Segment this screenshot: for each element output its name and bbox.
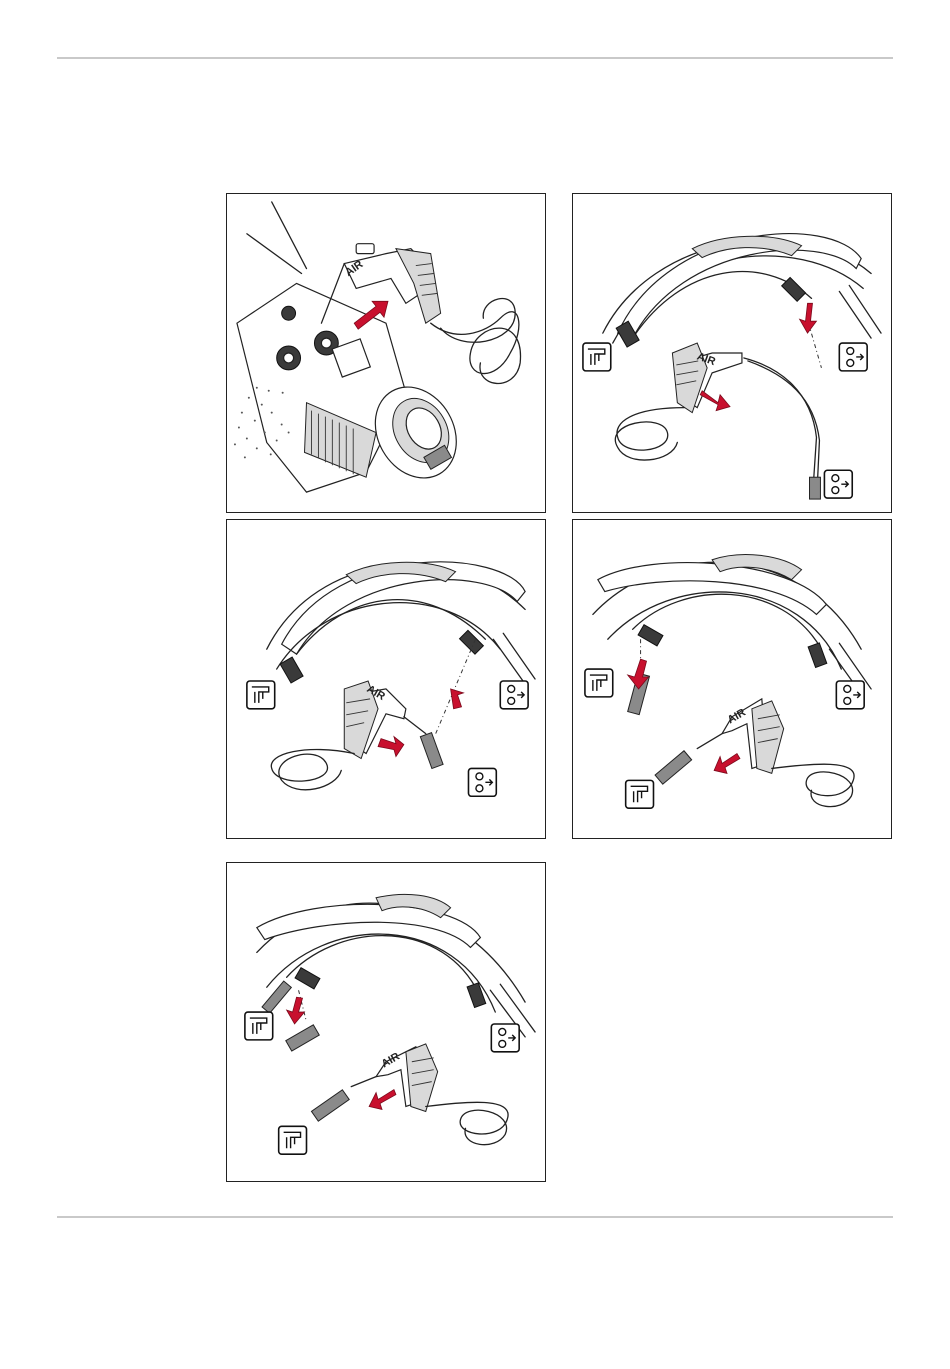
air-gun-icon <box>279 1126 307 1154</box>
direction-arrow <box>800 303 817 333</box>
air-gun-icon <box>247 681 275 709</box>
wire-feed-icon <box>824 470 852 498</box>
wire-hanger-illustration: AIR <box>227 520 545 838</box>
wire-feed-icon <box>836 681 864 709</box>
figure-panel-5: AIR <box>226 862 546 1182</box>
figure-panel-4: AIR <box>572 519 892 839</box>
direction-arrow <box>378 737 404 757</box>
air-gun-icon <box>626 780 654 808</box>
figure-panel-2: AIR <box>572 193 892 513</box>
bottom-rule <box>57 1216 893 1218</box>
top-rule <box>57 57 893 59</box>
figure-panel-1: AIR <box>226 193 546 513</box>
wire-feeder-illustration: AIR <box>227 194 545 512</box>
figure-panel-3: AIR <box>226 519 546 839</box>
wire-feed-icon <box>468 768 496 796</box>
air-gun-icon <box>585 669 613 697</box>
wire-hanger-illustration: AIR <box>227 863 545 1181</box>
air-gun-icon <box>583 343 611 371</box>
direction-arrow <box>714 754 740 774</box>
wire-feed-icon <box>491 1024 519 1052</box>
direction-arrow <box>700 391 730 411</box>
direction-arrow <box>369 1090 396 1110</box>
wire-feed-icon <box>500 681 528 709</box>
direction-arrow <box>451 689 464 709</box>
wire-feed-icon <box>839 343 867 371</box>
wire-hanger-illustration: AIR <box>573 520 891 838</box>
air-gun-icon <box>245 1012 273 1040</box>
wire-hanger-illustration: AIR <box>573 194 891 512</box>
direction-arrow <box>287 997 305 1024</box>
